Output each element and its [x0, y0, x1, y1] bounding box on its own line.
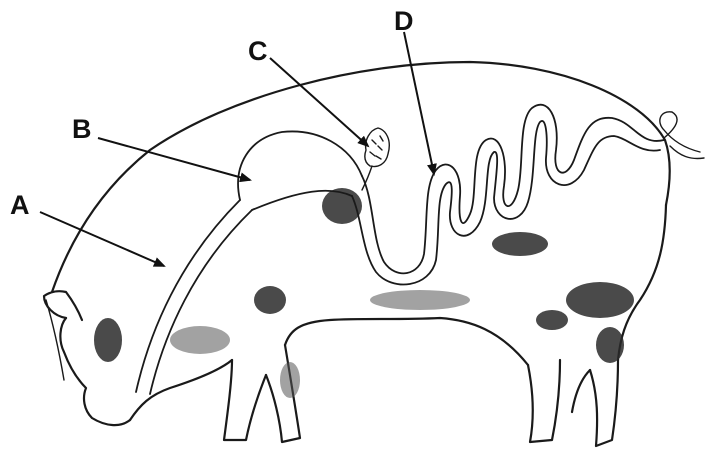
- pig-outline: [44, 62, 704, 446]
- arrow-c: [270, 58, 368, 146]
- arrow-b: [98, 138, 250, 180]
- esophagus: [136, 200, 240, 392]
- label-a: A: [10, 190, 30, 220]
- label-d: D: [394, 6, 414, 36]
- label-b: B: [72, 114, 92, 144]
- arrow-a: [40, 212, 164, 266]
- pig-shading: [94, 188, 634, 398]
- label-c: C: [248, 36, 268, 66]
- pancreas: [365, 128, 389, 167]
- arrow-d: [404, 32, 434, 174]
